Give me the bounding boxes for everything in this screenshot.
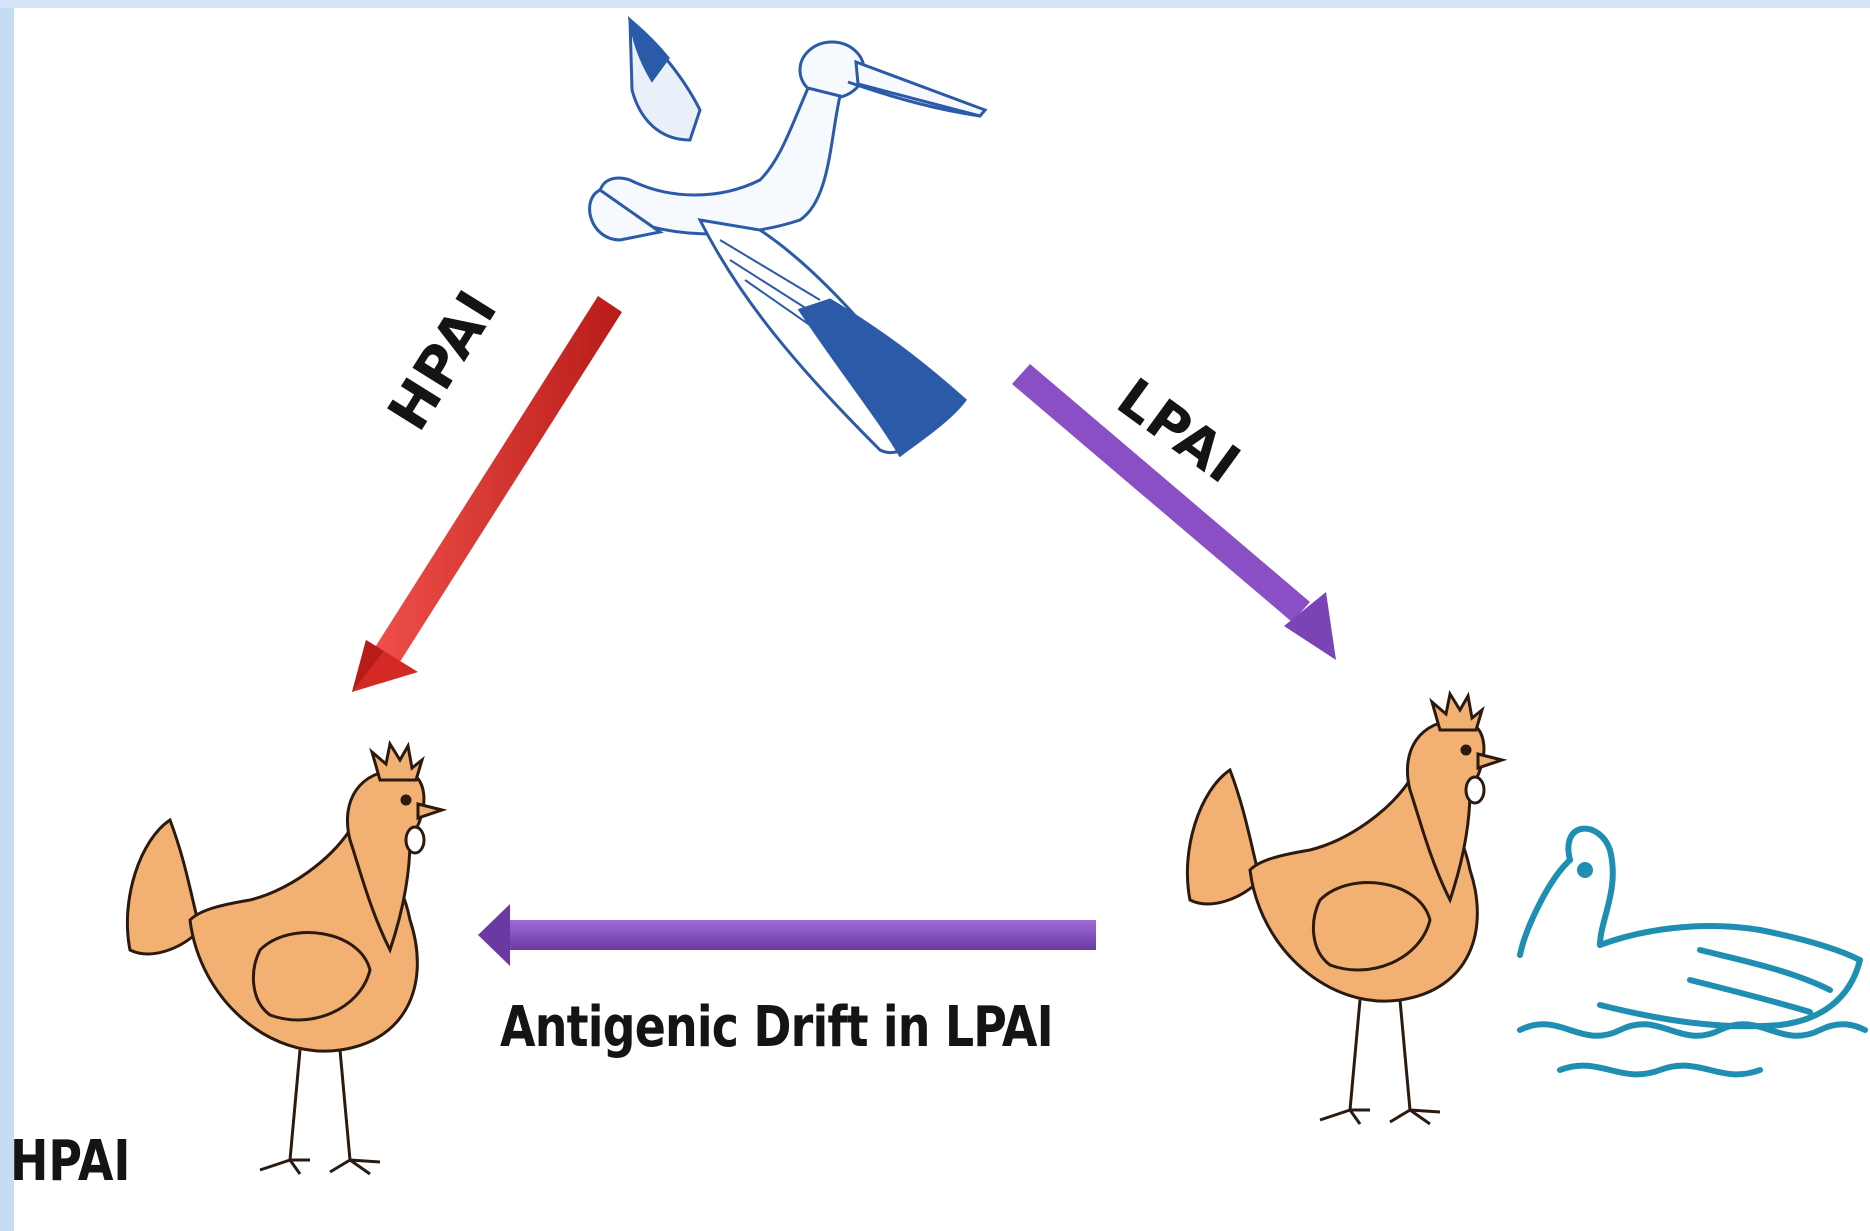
- antigenic-drift-label: Antigenic Drift in LPAI: [500, 1000, 1053, 1056]
- top-frame: [0, 0, 1870, 8]
- left-frame: [0, 0, 14, 1231]
- hpai-chicken-label: HPAI: [10, 1134, 131, 1190]
- chicken-icon-left: [127, 744, 442, 1174]
- duck-icon: [1520, 829, 1865, 1075]
- pelican-icon: [590, 20, 985, 455]
- antigenic-drift-arrow: [478, 904, 1096, 966]
- hpai-arrow: [352, 296, 622, 692]
- chicken-icon-right: [1187, 694, 1502, 1124]
